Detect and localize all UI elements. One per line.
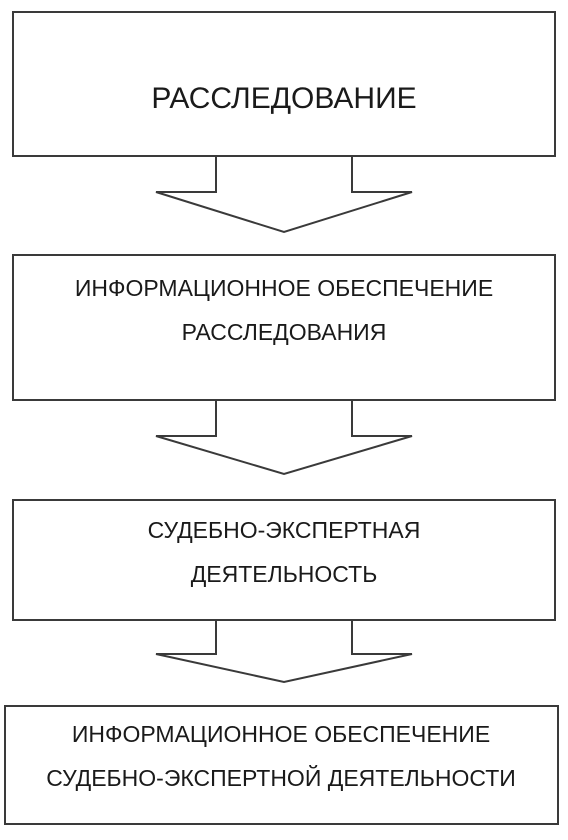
arrow-2: [155, 399, 413, 476]
box-investigation-info-support-line-2: РАССЛЕДОВАНИЯ: [182, 319, 387, 345]
box-investigation-info-support-line-1: ИНФОРМАЦИОННОЕ ОБЕСПЕЧЕНИЕ: [75, 275, 493, 301]
box-forensic-activity-line-1: СУДЕБНО-ЭКСПЕРТНАЯ: [148, 517, 421, 543]
box-forensic-info-support: [4, 705, 559, 825]
box-forensic-info-support-line-2: СУДЕБНО-ЭКСПЕРТНОЙ ДЕЯТЕЛЬНОСТИ: [46, 764, 516, 791]
box-investigation: [12, 11, 556, 157]
arrow-1: [155, 155, 413, 234]
box-forensic-activity: [12, 499, 556, 621]
box-investigation-info-support: [12, 254, 556, 401]
box-forensic-activity-line-2: ДЕЯТЕЛЬНОСТЬ: [191, 561, 378, 587]
box-forensic-info-support-line-1: ИНФОРМАЦИОННОЕ ОБЕСПЕЧЕНИЕ: [72, 721, 490, 747]
box-investigation-line-1: РАССЛЕДОВАНИЕ: [151, 82, 416, 115]
arrow-3: [155, 619, 413, 684]
